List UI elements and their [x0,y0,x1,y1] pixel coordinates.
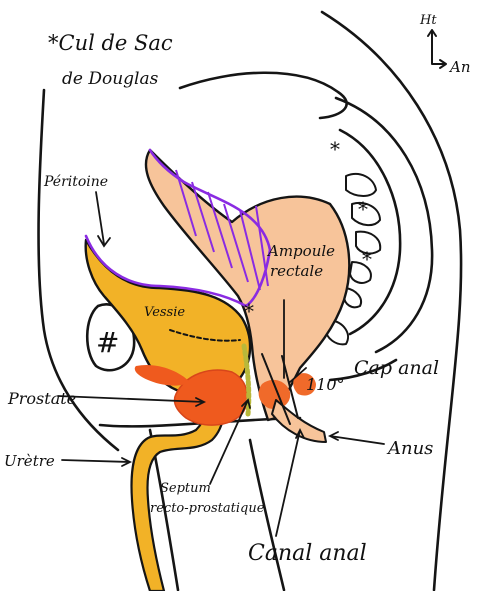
anus-label: Anus [386,438,433,459]
ampoule-label: Ampoule [266,242,335,260]
star-marker-icon: * [244,299,254,323]
peritoine-leader [96,192,110,246]
septum-label: Septum [160,481,211,496]
vessie-label: Vessie [144,305,185,320]
star-marker-icon: * [330,137,340,161]
hash-marker-icon: # [96,326,119,359]
canal-anal-label: Canal anal [248,541,367,566]
cap-anal-label: Cap anal [354,357,439,379]
septum-label-2: recto-prostatique [150,501,265,516]
sacrum-outline [180,73,347,118]
cul-de-sac-label: *Cul de Sac [48,31,173,55]
coccyx-inner [340,130,400,334]
sacral-segment-1 [346,174,376,196]
uretre-leader [62,458,130,466]
star-marker-icon: * [362,247,372,271]
ampoule-label-2: rectale [270,262,323,280]
angle-label: 110° [306,375,345,394]
orientation-right-label: An [448,58,471,76]
orientation-up-label: Ht [419,13,437,28]
uretre-label: Urètre [4,452,55,470]
prostate-label: Prostate [7,389,76,408]
orientation-arrows-icon [428,30,446,68]
star-marker-icon: * [358,197,368,221]
anus-leader [330,432,384,444]
canal-anal-leader [276,430,304,536]
peritoine-label: Péritoine [43,174,108,190]
cul-de-sac-label-2: de Douglas [62,69,159,89]
